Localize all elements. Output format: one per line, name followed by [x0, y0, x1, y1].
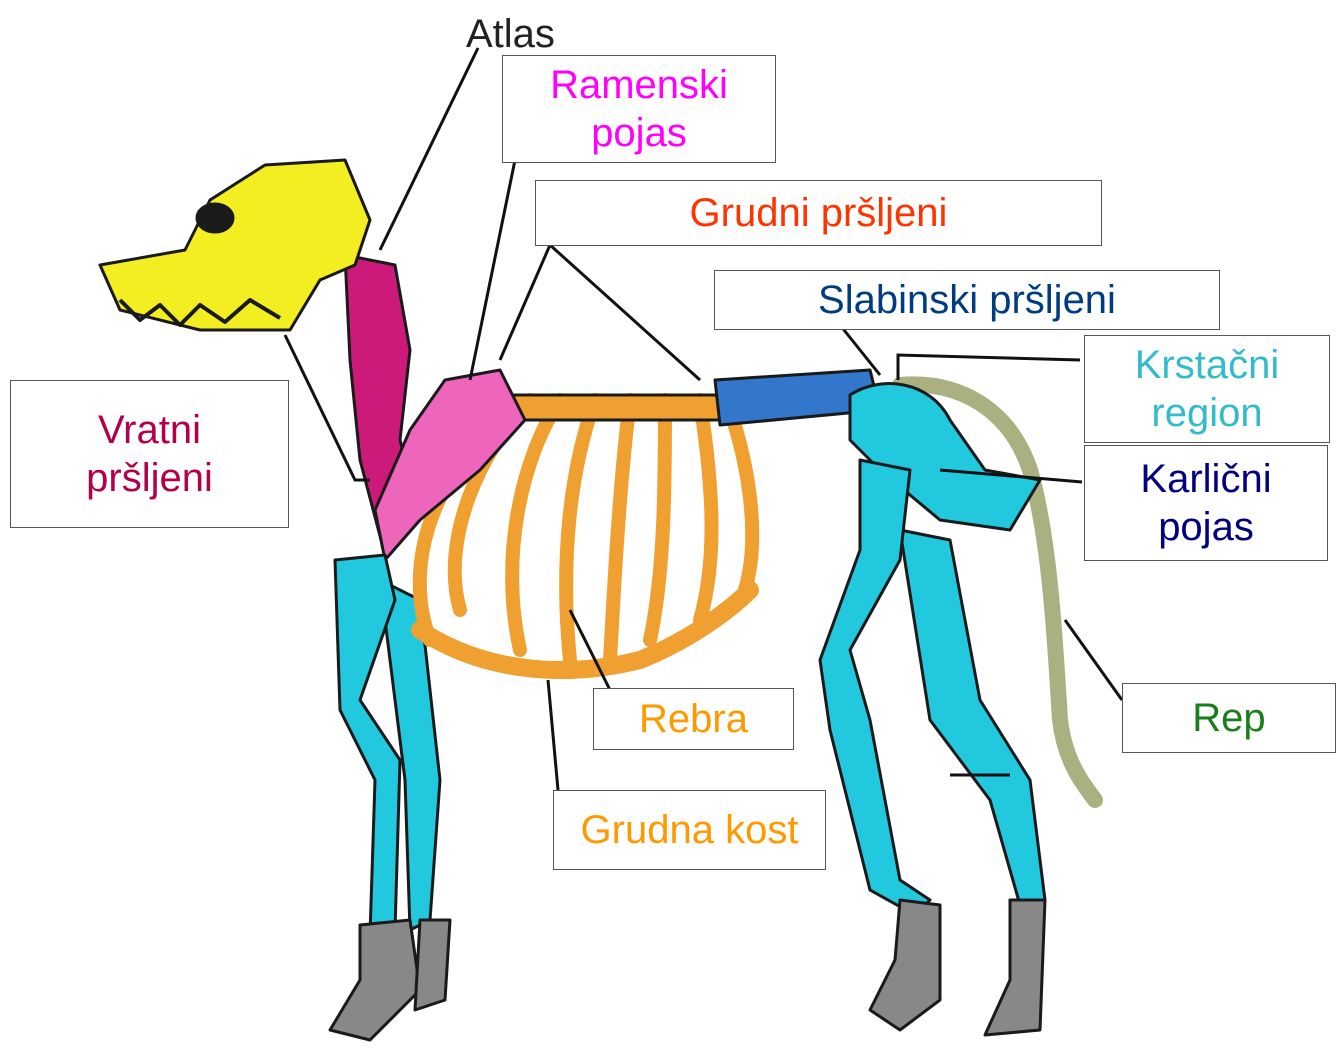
- near-front-leg: [335, 555, 400, 935]
- front-paws: [330, 920, 420, 1040]
- label-ramenski-pojas: Ramenski pojas: [502, 55, 776, 163]
- label-krstacni-region: Krstačni region: [1084, 335, 1330, 443]
- label-atlas: Atlas: [466, 14, 555, 54]
- label-karlicni-pojas: Karlični pojas: [1084, 445, 1328, 561]
- label-rep: Rep: [1122, 683, 1336, 753]
- front-far-paw: [415, 920, 450, 1010]
- skull: [100, 160, 370, 330]
- label-rebra: Rebra: [593, 688, 794, 750]
- label-grudni-prsljeni: Grudni pršljeni: [535, 180, 1102, 246]
- hind-paws: [870, 900, 940, 1030]
- label-slabinski-prsljeni: Slabinski pršljeni: [714, 270, 1220, 330]
- label-vratni-prsljeni: Vratni pršljeni: [10, 380, 289, 528]
- far-hind-leg: [900, 530, 1045, 905]
- hind-far-paw: [985, 900, 1045, 1035]
- label-grudna-kost: Grudna kost: [553, 790, 826, 870]
- near-hind-leg: [820, 460, 930, 915]
